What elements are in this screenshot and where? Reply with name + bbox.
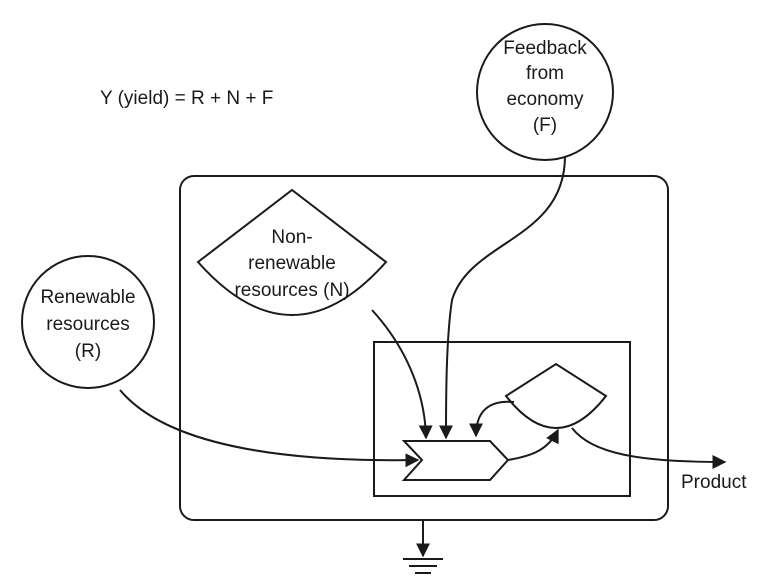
nonrenewable-label-line-3: resources (N): [234, 280, 349, 301]
ground-symbol: [403, 558, 443, 574]
feedback-label-line-2: from: [526, 63, 564, 84]
subsystem-box: [373, 341, 631, 497]
nonrenewable-label-line-2: renewable: [248, 253, 336, 274]
feedback-label-line-3: economy: [506, 89, 584, 110]
product-flow-arrow: [571, 427, 727, 469]
feedback-label-line-1: Feedback: [503, 38, 587, 59]
feedback-label-line-4: (F): [533, 115, 557, 136]
renewable-label-line-3: (R): [75, 341, 101, 362]
renewable-flow-arrow: [119, 389, 420, 468]
renewable-source-node: Renewable resources (R): [21, 255, 155, 389]
nonrenewable-flow-arrow: [371, 309, 433, 440]
feedback-flow-arrow: [439, 155, 566, 440]
nonrenewable-label-line-1: Non-: [271, 227, 312, 248]
feedback-source-node: Feedback from economy (F): [476, 23, 614, 161]
yield-equation: Y (yield) = R + N + F: [100, 88, 273, 109]
internal-storage-tank: [504, 362, 608, 429]
storage-feedback-arrow: [469, 400, 515, 438]
renewable-label-line-2: resources: [46, 314, 129, 335]
chevron-to-storage-arrow: [507, 428, 559, 461]
interaction-chevron: [401, 440, 510, 481]
renewable-label-line-1: Renewable: [40, 287, 135, 308]
nonrenewable-storage-node: Non- renewable resources (N): [196, 188, 388, 316]
product-label: Product: [681, 472, 747, 493]
